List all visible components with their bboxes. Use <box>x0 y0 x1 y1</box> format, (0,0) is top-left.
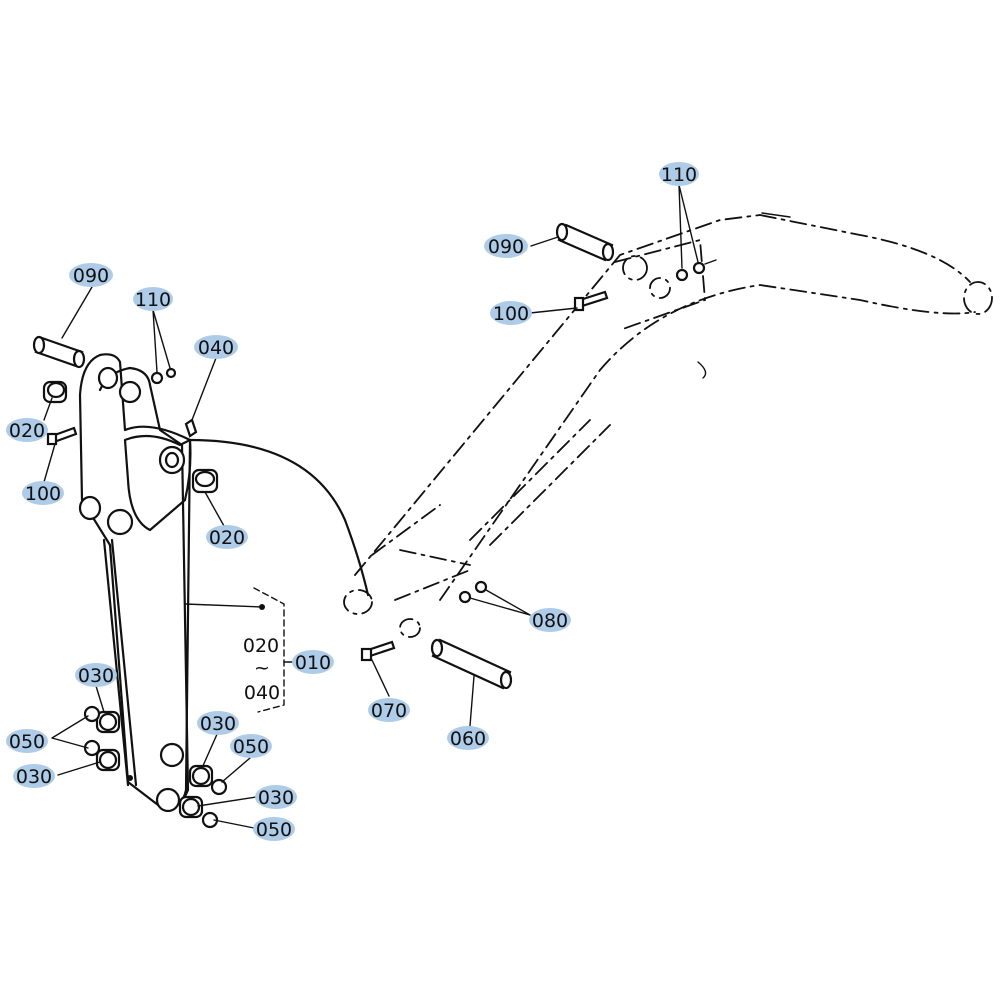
callout-110-left: 110 <box>133 287 173 311</box>
callout-text: 080 <box>532 610 568 632</box>
nut-080-b <box>474 580 488 594</box>
nut-110-left-b <box>165 367 177 379</box>
callout-text: 020 <box>9 420 45 442</box>
pin-060 <box>430 638 513 690</box>
callout-060: 060 <box>447 726 489 750</box>
callout-030-c: 030 <box>197 711 239 735</box>
callout-text: 100 <box>493 303 529 325</box>
callout-030-a: 030 <box>75 663 117 687</box>
callout-030-d: 030 <box>255 785 297 809</box>
bushing-030-b <box>95 748 121 772</box>
callout-text: 090 <box>488 236 524 258</box>
bolt-100-right <box>573 290 609 312</box>
bushing-020-left <box>42 380 68 404</box>
range-tilde: ~ <box>254 657 270 679</box>
callout-text: 090 <box>73 265 109 287</box>
callout-text: 030 <box>200 713 236 735</box>
nut-080-a <box>458 590 472 604</box>
grease-nipple-040 <box>184 418 198 438</box>
callout-070: 070 <box>368 698 410 722</box>
bushing-030-a <box>95 710 121 734</box>
bushing-030-d <box>178 795 204 819</box>
callout-050-a: 050 <box>6 729 48 753</box>
seal-050-a <box>83 705 101 723</box>
callout-text: 010 <box>295 652 331 674</box>
bushing-030-c <box>188 764 214 788</box>
nut-110-right-a <box>675 268 689 282</box>
callout-110-right: 110 <box>659 162 699 186</box>
range-to: 040 <box>244 682 280 704</box>
seal-050-c <box>210 778 228 796</box>
nut-110-right-b <box>692 261 706 275</box>
callout-100-right: 100 <box>490 301 532 325</box>
callout-text: 110 <box>661 164 697 186</box>
callout-text: 050 <box>256 819 292 841</box>
callout-030-b: 030 <box>13 764 55 788</box>
pin-090-left <box>32 335 86 369</box>
callout-text: 050 <box>233 736 269 758</box>
parts <box>32 222 717 829</box>
callout-090-right: 090 <box>484 234 528 258</box>
callout-text: 030 <box>258 787 294 809</box>
bolt-070 <box>360 640 396 662</box>
range-from: 020 <box>243 635 279 657</box>
nut-110-left-a <box>150 371 164 385</box>
arm-body <box>78 353 370 813</box>
callout-100-left: 100 <box>22 481 64 505</box>
callout-text: 040 <box>198 337 234 359</box>
callout-text: 020 <box>209 527 245 549</box>
callout-text: 110 <box>135 289 171 311</box>
callout-text: 100 <box>25 483 61 505</box>
boom-outline <box>343 212 993 638</box>
callout-090-left: 090 <box>69 263 113 287</box>
callout-text: 050 <box>9 731 45 753</box>
callout-040: 040 <box>194 335 238 359</box>
bolt-100-left <box>46 426 78 446</box>
callout-020-left: 020 <box>6 418 48 442</box>
callout-text: 030 <box>78 665 114 687</box>
callout-050-c: 050 <box>253 817 295 841</box>
callout-text: 070 <box>371 700 407 722</box>
bushing-020-mid <box>191 468 219 494</box>
callout-020-mid: 020 <box>206 525 248 549</box>
seal-050-b <box>83 739 101 757</box>
range-note: 020 ~ 040 <box>243 635 280 704</box>
pin-090-right <box>555 222 615 262</box>
callout-050-b: 050 <box>230 734 272 758</box>
callout-text: 060 <box>450 728 486 750</box>
leader-lines <box>43 184 699 829</box>
callout-text: 030 <box>16 766 52 788</box>
callouts: 090 110 040 020 100 020 010 030 <box>6 162 699 841</box>
callout-080: 080 <box>529 608 571 632</box>
callout-010: 010 <box>292 650 334 674</box>
